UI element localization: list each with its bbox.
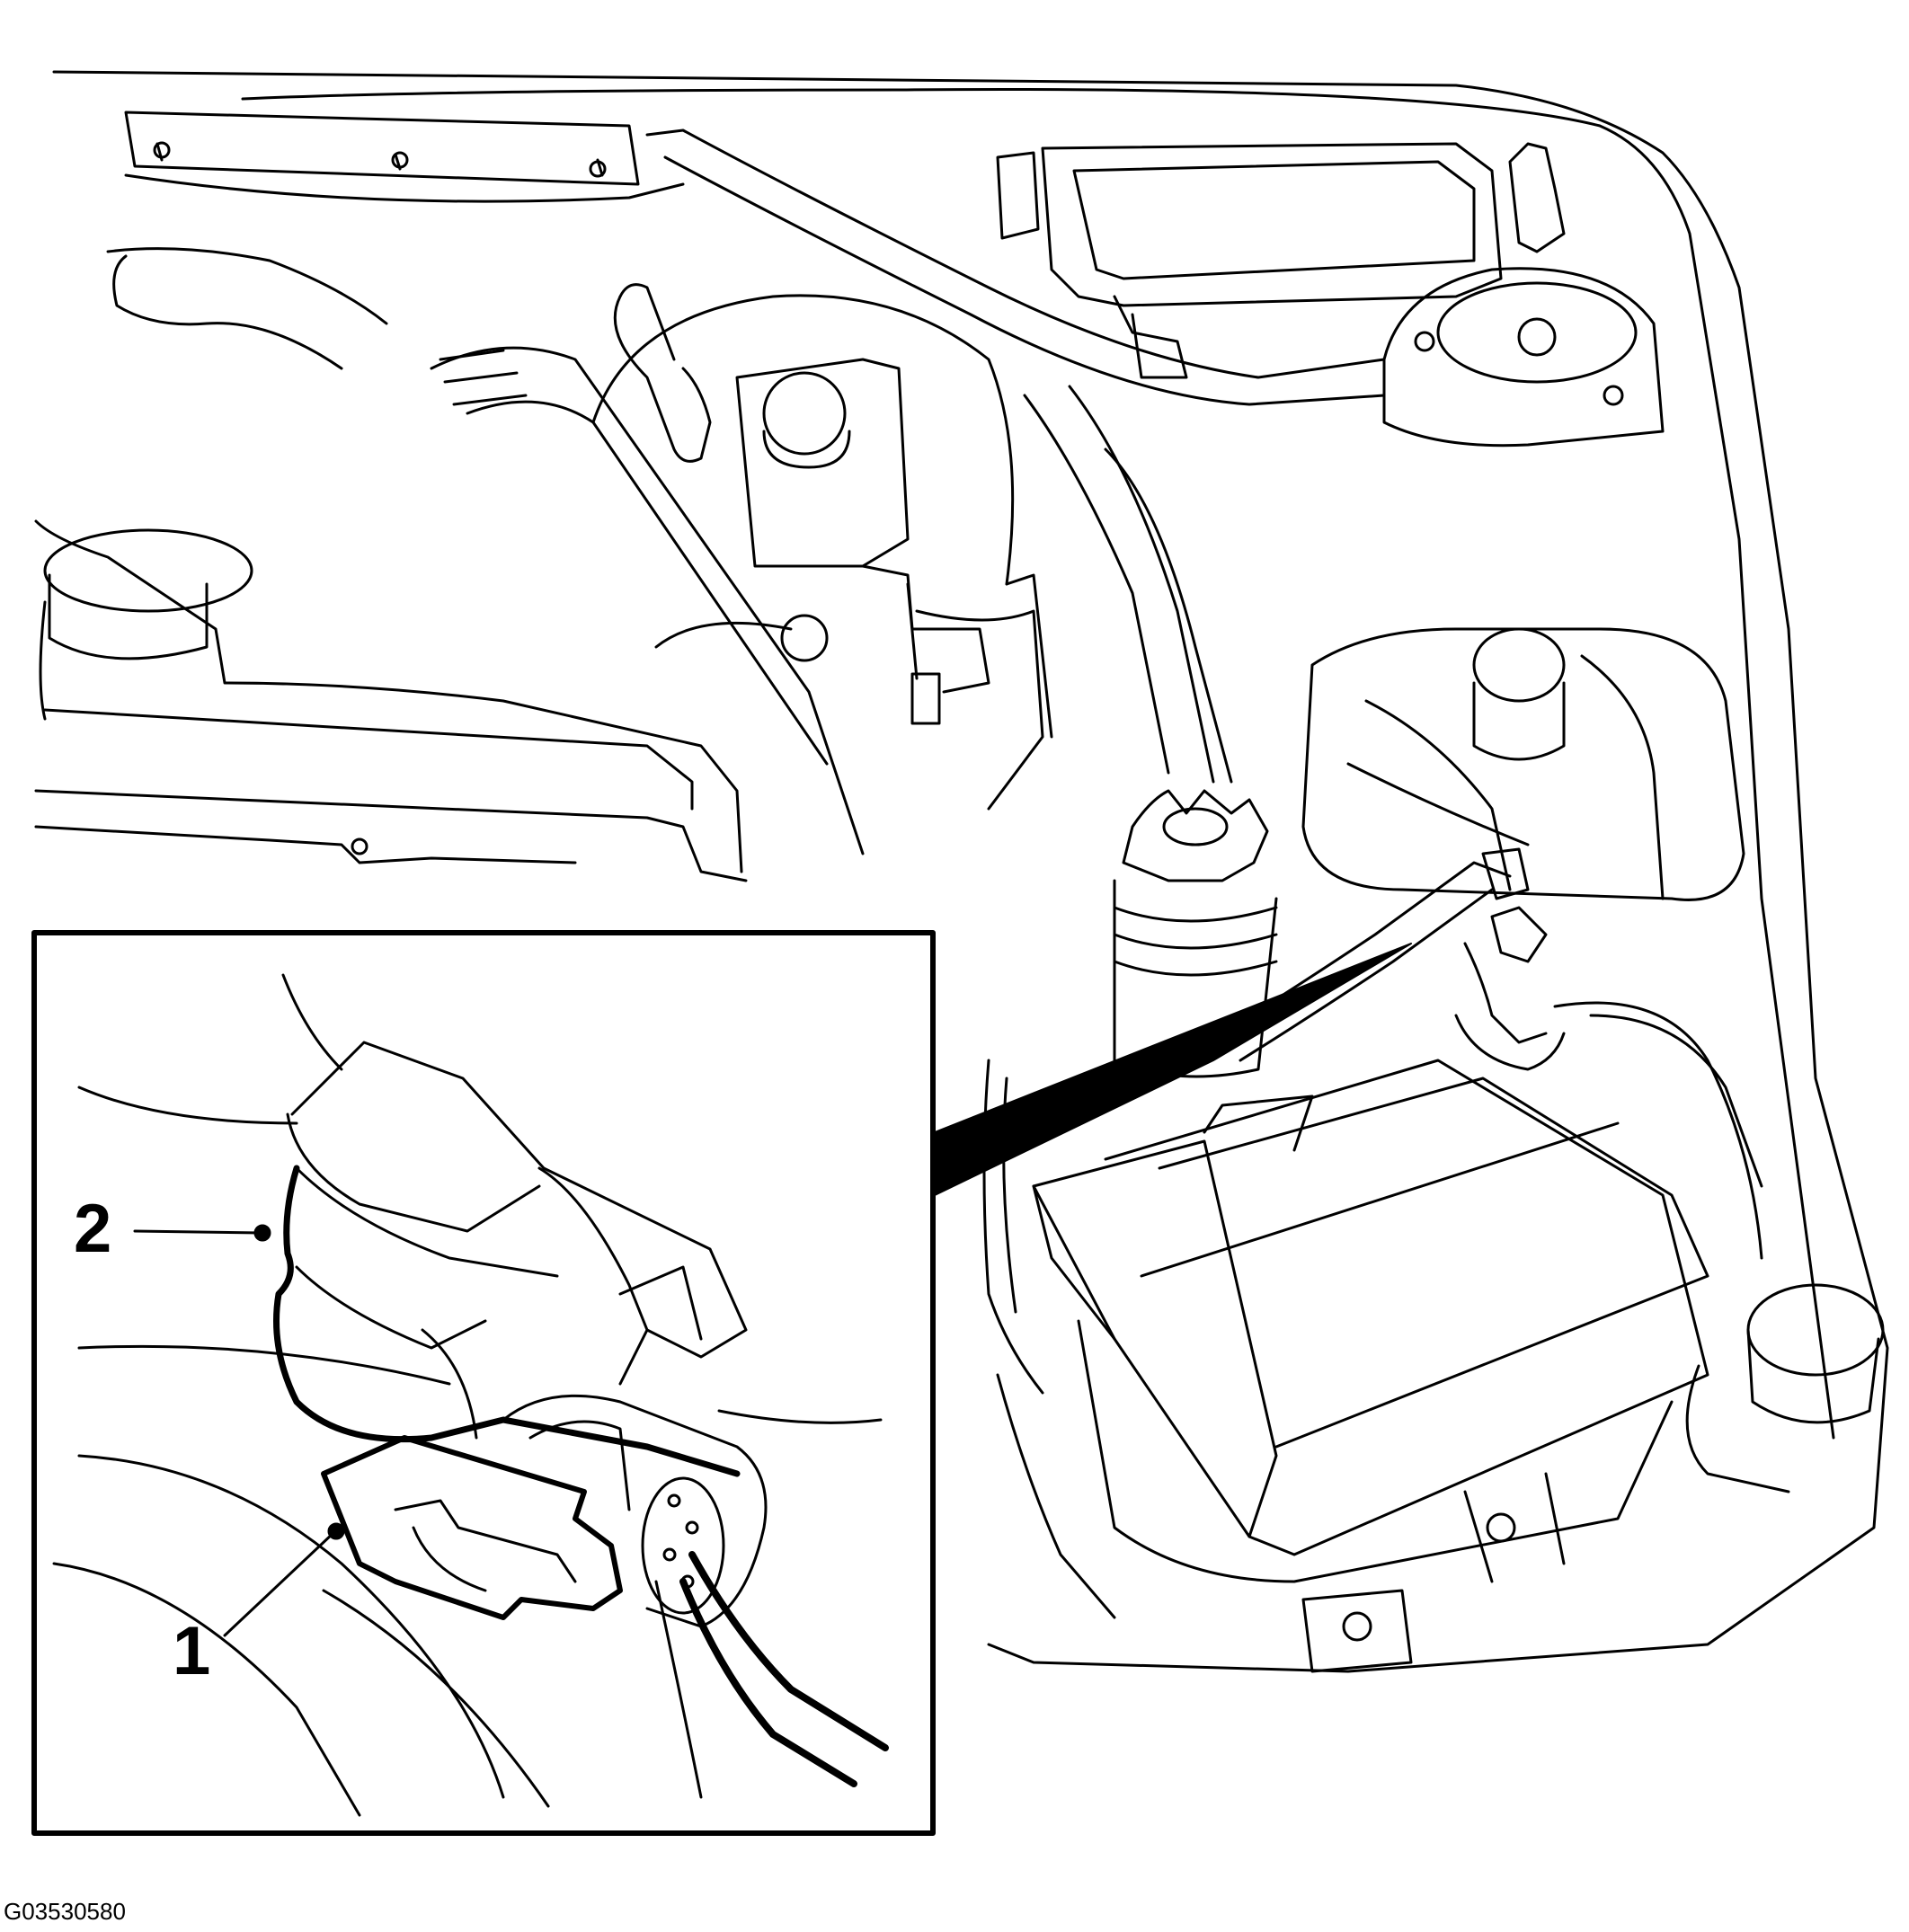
figure-code: G03530580: [4, 1898, 126, 1925]
callout-number-1: 1: [173, 1613, 211, 1689]
inset-detail: [31, 930, 936, 1836]
callout-number-2: 2: [74, 1191, 112, 1267]
inset-frame: [31, 930, 936, 1836]
engine-bay-lines: [34, 70, 1889, 1673]
callout-1-leader: [223, 1522, 345, 1637]
callout-2-leader: [133, 1224, 271, 1242]
